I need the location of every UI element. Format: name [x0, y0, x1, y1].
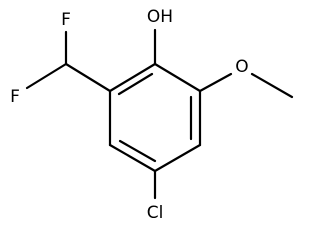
atom-label-o-methoxy: O: [235, 57, 248, 77]
molecule-canvas: OH O F F Cl: [10, 7, 294, 223]
structure-diagram: OH O F F Cl: [10, 7, 294, 223]
atom-label-cl: Cl: [147, 203, 164, 223]
bond-o-methyl: [250, 72, 294, 99]
atom-label-f-top: F: [61, 10, 71, 30]
ring-double-bond-c4-c5: [118, 139, 157, 163]
bond-c2-o-methoxy: [198, 72, 233, 93]
ring-bond-c6-c1: [108, 62, 157, 93]
bond-chf2-f-left: [25, 62, 68, 90]
ring-double-bond-c1-c6: [117, 72, 154, 96]
ring-bond-c1-c2: [153, 62, 202, 93]
ring-bond-c3-c4: [153, 143, 202, 173]
ring-bond-c4-c5: [108, 143, 157, 173]
atom-label-f-left: F: [10, 87, 20, 107]
atom-label-oh: OH: [147, 7, 173, 27]
bond-c6-chf2: [64, 62, 112, 93]
